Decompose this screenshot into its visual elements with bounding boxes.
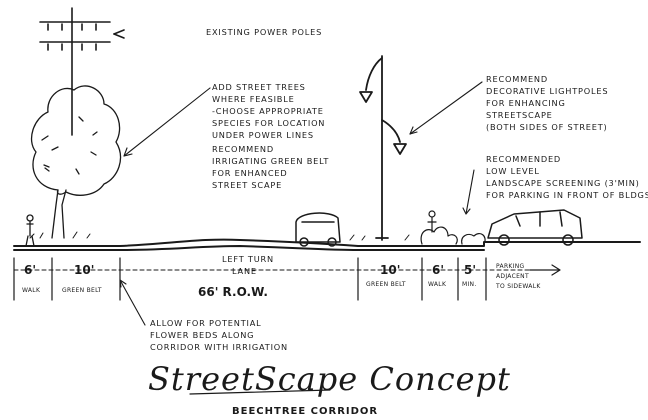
- dim-walk-right-label: WALK: [428, 281, 447, 288]
- dim-row: 66' R.O.W.: [198, 285, 268, 299]
- screening-line-4: FOR PARKING IN FRONT OF BLDGS: [486, 190, 648, 200]
- dim-walk-right: 6': [432, 263, 444, 277]
- dimension-ticks: [13, 257, 561, 301]
- street-tree: [31, 85, 121, 239]
- car-center: [295, 212, 341, 247]
- sketch-subtitle: BEECHTREE CORRIDOR: [232, 406, 378, 417]
- lane-line-2: LANE: [232, 266, 257, 276]
- dim-walk-left: 6': [24, 263, 36, 277]
- note-screening: RECOMMENDED LOW LEVEL LANDSCAPE SCREENIN…: [486, 154, 648, 200]
- trees-line-2: WHERE FEASIBLE: [212, 94, 295, 104]
- title-underline: [189, 389, 331, 395]
- ground-profile: [13, 231, 641, 251]
- dim-min-label: MIN.: [462, 281, 477, 288]
- flower-beds-line-3: CORRIDOR WITH IRRIGATION: [150, 342, 288, 352]
- lightpoles-line-4: STREETSCAPE: [486, 110, 553, 120]
- pedestrian-figure: [25, 214, 35, 247]
- dim-lane: LEFT TURN LANE: [222, 254, 277, 276]
- lightpoles-line-1: RECOMMEND: [486, 74, 548, 84]
- trees-line-4: SPECIES FOR LOCATION: [212, 118, 325, 128]
- dim-green-left: 10': [74, 263, 94, 277]
- dim-parking: PARKING ADJACENT TO SIDEWALK: [495, 263, 541, 290]
- trees-line-3: -CHOOSE APPROPRIATE: [212, 106, 324, 116]
- note-lightpoles: RECOMMEND DECORATIVE LIGHTPOLES FOR ENHA…: [486, 74, 612, 132]
- dim-min: 5': [464, 263, 476, 277]
- note-trees: ADD STREET TREES WHERE FEASIBLE -CHOOSE …: [212, 82, 329, 140]
- lightpoles-line-2: DECORATIVE LIGHTPOLES: [486, 86, 608, 96]
- trees-line-5: UNDER POWER LINES: [212, 130, 314, 140]
- screening-line-1: RECOMMENDED: [486, 154, 561, 164]
- lightpoles-line-5: (BOTH SIDES OF STREET): [486, 122, 608, 132]
- dim-green-left-label: GREEN BELT: [62, 287, 102, 294]
- note-power-poles: EXISTING POWER POLES: [206, 27, 322, 37]
- green-belt-line-2: IRRIGATING GREEN BELT: [212, 156, 329, 166]
- flower-beds-line-1: ALLOW FOR POTENTIAL: [150, 318, 261, 328]
- green-belt-line-4: STREET SCAPE: [212, 180, 282, 190]
- lane-line-1: LEFT TURN: [222, 254, 274, 264]
- note-green-belt: RECOMMEND IRRIGATING GREEN BELT FOR ENHA…: [212, 144, 333, 190]
- leader-lines: [119, 81, 483, 326]
- sketch-title: StreetScape Concept: [148, 360, 511, 398]
- parking-line-3: TO SIDEWALK: [495, 283, 541, 290]
- lightpoles-line-3: FOR ENHANCING: [486, 98, 566, 108]
- parking-line-1: PARKING: [496, 263, 525, 270]
- decorative-lightpole: [359, 55, 407, 241]
- note-flower-beds: ALLOW FOR POTENTIAL FLOWER BEDS ALONG CO…: [150, 318, 288, 352]
- power-poles: [39, 7, 125, 136]
- landscape-screening-shrubs: [420, 210, 486, 245]
- green-belt-line-1: RECOMMEND: [212, 144, 274, 154]
- trees-line-1: ADD STREET TREES: [212, 82, 306, 92]
- flower-beds-line-2: FLOWER BEDS ALONG: [150, 330, 254, 340]
- car-right: [487, 209, 583, 246]
- screening-line-2: LOW LEVEL: [486, 166, 540, 176]
- dim-walk-left-label: WALK: [22, 287, 41, 294]
- screening-line-3: LANDSCAPE SCREENING (3'MIN): [486, 178, 640, 188]
- dim-green-right: 10': [380, 263, 400, 277]
- green-belt-line-3: FOR ENHANCED: [212, 168, 287, 178]
- dim-green-right-label: GREEN BELT: [366, 281, 406, 288]
- parking-line-2: ADJACENT: [496, 273, 529, 280]
